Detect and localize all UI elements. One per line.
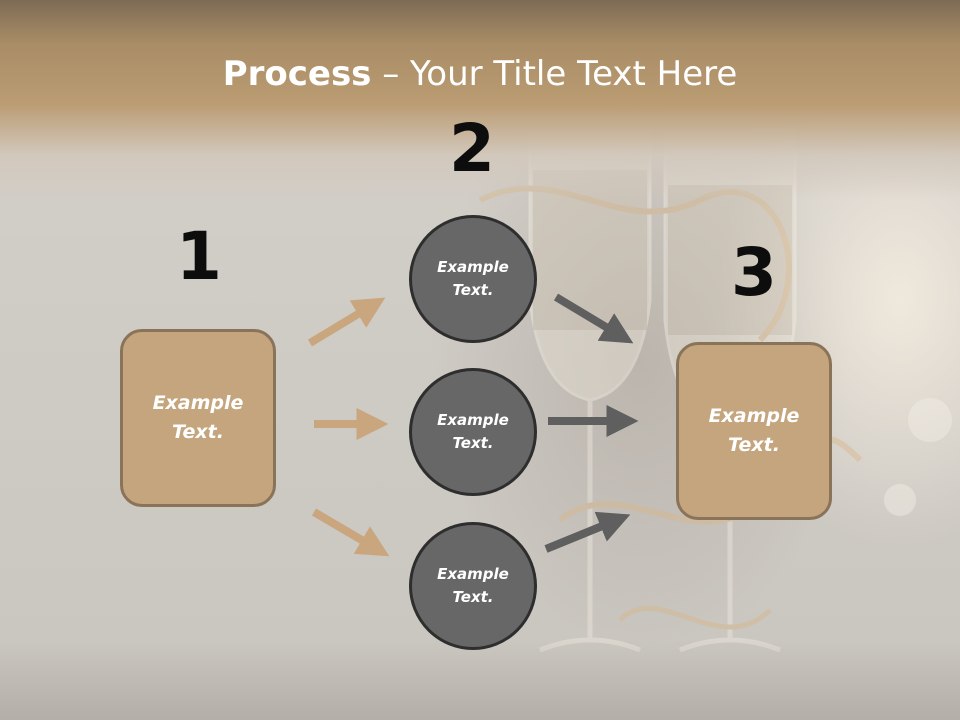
step-3-text: Example Text. xyxy=(709,402,800,460)
circle-top-line2: Text. xyxy=(452,281,494,299)
arrow-bottom-to-3 xyxy=(544,511,631,553)
step-1-text-line2: Text. xyxy=(172,421,224,443)
title-band xyxy=(0,0,960,200)
step-2-circle-middle[interactable]: Example Text. xyxy=(409,368,537,496)
step-1-text: Example Text. xyxy=(153,389,244,447)
step-3-text-line1: Example xyxy=(708,405,800,427)
step-3-number: 3 xyxy=(731,234,777,311)
circle-middle-line1: Example xyxy=(437,411,509,429)
circle-top-line1: Example xyxy=(437,258,509,276)
step-1-text-line1: Example xyxy=(152,392,244,414)
step-1-number: 1 xyxy=(176,218,222,295)
slide-title: Process – Your Title Text Here xyxy=(0,52,960,96)
step-2-number: 2 xyxy=(449,110,495,187)
arrow-top-to-3 xyxy=(553,293,634,344)
circle-bottom-line1: Example xyxy=(437,565,509,583)
arrow-1-to-bottom xyxy=(311,508,390,557)
step-2-circle-top[interactable]: Example Text. xyxy=(409,215,537,343)
circle-top-text: Example Text. xyxy=(437,256,509,302)
title-bold: Process xyxy=(222,54,372,94)
circle-bottom-line2: Text. xyxy=(452,588,494,606)
circle-middle-text: Example Text. xyxy=(437,409,509,455)
step-2-circle-bottom[interactable]: Example Text. xyxy=(409,522,537,650)
step-3-box[interactable]: Example Text. xyxy=(676,342,832,520)
step-1-box[interactable]: Example Text. xyxy=(120,329,276,507)
title-rest: – Your Title Text Here xyxy=(371,54,738,94)
floor-shadow xyxy=(0,640,960,720)
circle-bottom-text: Example Text. xyxy=(437,563,509,609)
circle-middle-line2: Text. xyxy=(452,434,494,452)
arrow-1-to-top xyxy=(307,297,386,347)
step-3-text-line2: Text. xyxy=(728,434,780,456)
